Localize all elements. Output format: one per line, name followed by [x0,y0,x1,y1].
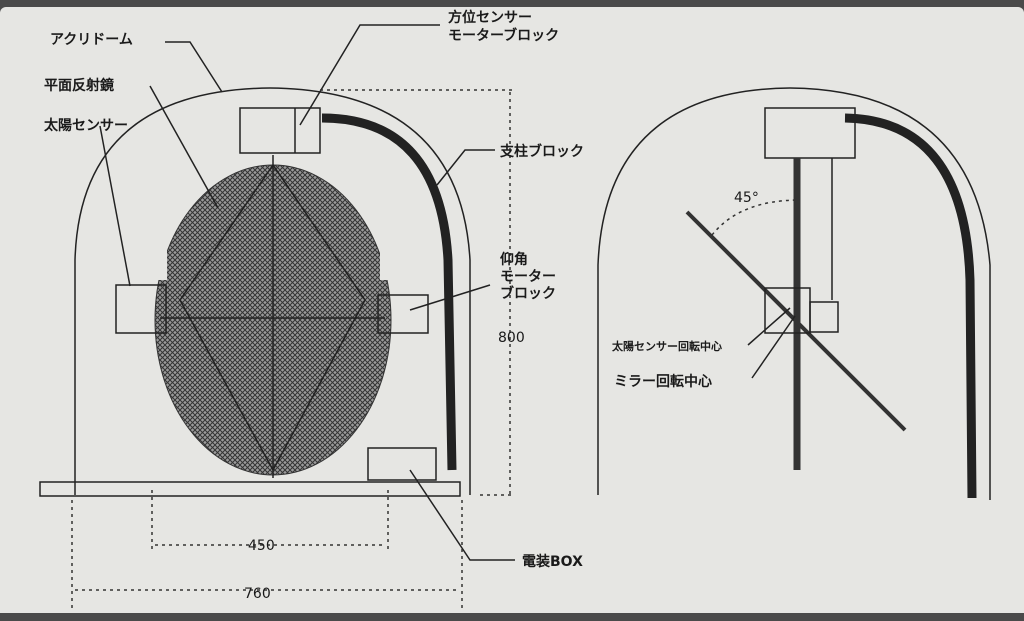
front-view [39,24,515,612]
acrylic-dome [74,87,471,495]
label-azimuth-line2: モーターブロック [448,27,559,44]
label-sun-sensor-center: 太陽センサー回転中心 [611,339,722,353]
azimuth-block-side [764,107,856,159]
mirror-plate [685,210,907,432]
electrical-box [367,447,437,481]
support-pillar [321,113,457,471]
base-plate [39,481,461,497]
elevation-motor-block [377,294,429,334]
label-sun-sensor: 太陽センサー [44,117,128,134]
sun-sensor-box [115,284,167,334]
label-elevation-line1: 仰角 [500,251,528,268]
dimension-height: 800 [498,330,525,346]
dimension-base-width: 760 [244,586,271,602]
azimuth-motor-block [239,107,321,154]
label-flat-mirror: 平面反射鏡 [44,77,114,94]
support-pillar-side [844,113,977,499]
label-electrical-box: 電装BOX [522,553,583,570]
dimension-angle: 45° [734,190,759,206]
acrylic-dome-side [597,87,991,500]
label-pillar-block: 支柱ブロック [499,143,584,160]
label-acrylic-dome: アクリドーム [50,32,133,48]
label-azimuth-line1: 方位センサー [448,9,532,26]
dimension-mirror-width: 450 [248,538,275,554]
label-mirror-center: ミラー回転中心 [614,373,712,390]
side-view [597,87,991,500]
label-elevation-line2: モーター [500,269,556,285]
label-elevation-line3: ブロック [500,285,556,302]
